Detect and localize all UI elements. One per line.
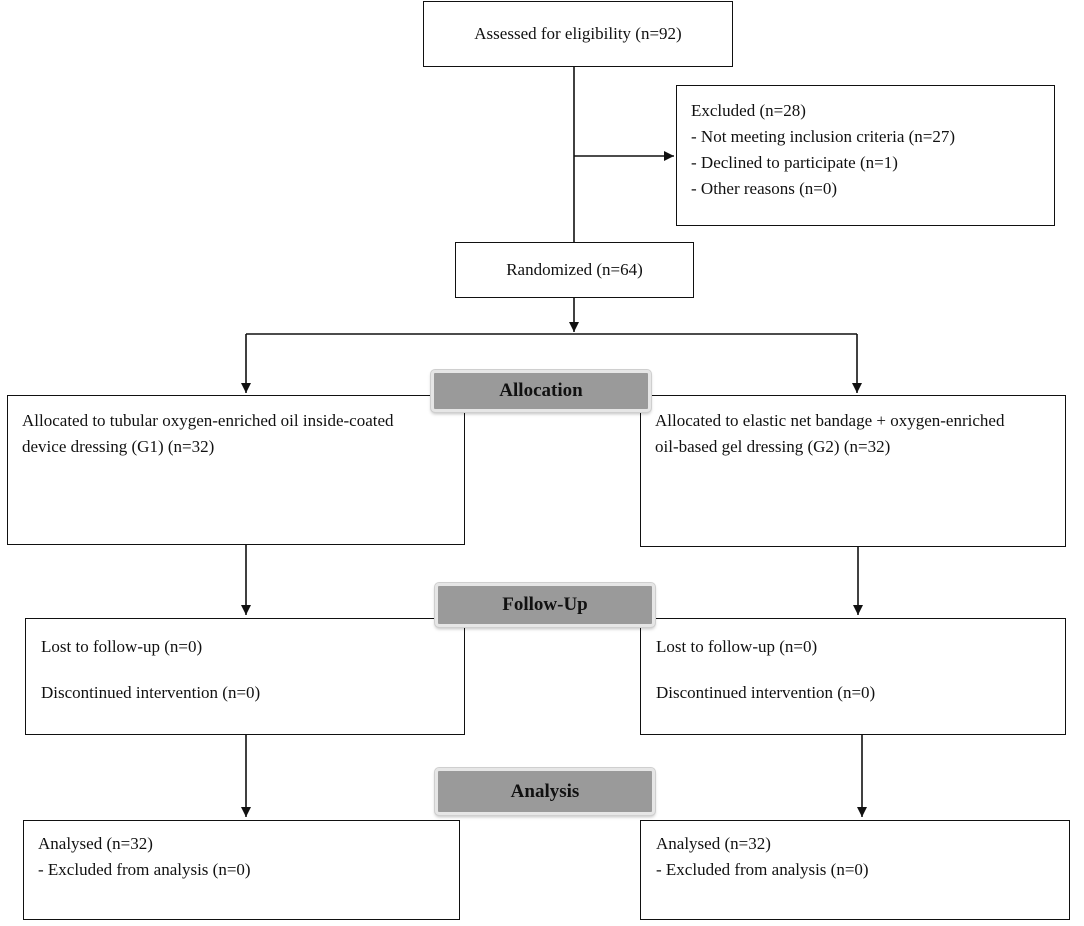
g1-analysis-box: Analysed (n=32) - Excluded from analysis… (23, 820, 460, 920)
g1-followup-box: Lost to follow-up (n=0) Discontinued int… (25, 618, 465, 735)
analysis-stage-label: Analysis (434, 767, 656, 816)
followup-stage-text: Follow-Up (502, 594, 588, 615)
g1-followup-line: Discontinued intervention (n=0) (41, 683, 261, 702)
g2-followup-box: Lost to follow-up (n=0) Discontinued int… (640, 618, 1066, 735)
randomized-box: Randomized (n=64) (455, 242, 694, 298)
g1-allocation-line: Allocated to tubular oxygen-enriched oil… (22, 411, 394, 430)
g2-analysis-box: Analysed (n=32) - Excluded from analysis… (640, 820, 1070, 920)
analysis-stage-text: Analysis (510, 780, 580, 802)
excluded-line: - Declined to participate (n=1) (691, 153, 898, 172)
g1-analysis-line: Analysed (n=32) (38, 834, 153, 853)
g1-analysis-line: - Excluded from analysis (n=0) (38, 860, 251, 879)
g2-allocation-line: oil-based gel dressing (G2) (n=32) (655, 437, 891, 456)
assessed-box: Assessed for eligibility (n=92) (423, 1, 733, 67)
g2-analysis-line: Analysed (n=32) (656, 834, 771, 853)
g2-allocation-box: Allocated to elastic net bandage + oxyge… (640, 395, 1066, 547)
g1-allocation-line: device dressing (G1) (n=32) (22, 437, 215, 456)
g1-allocation-box: Allocated to tubular oxygen-enriched oil… (7, 395, 465, 545)
g2-followup-line: Lost to follow-up (n=0) (656, 637, 818, 656)
followup-stage-label: Follow-Up (434, 582, 656, 628)
excluded-line: Excluded (n=28) (691, 101, 806, 120)
randomized-label: Randomized (n=64) (506, 260, 643, 279)
assessed-label: Assessed for eligibility (n=92) (474, 24, 682, 43)
allocation-stage-text: Allocation (499, 380, 583, 401)
excluded-line: - Not meeting inclusion criteria (n=27) (691, 127, 956, 146)
allocation-stage-label: Allocation (430, 369, 652, 413)
g2-allocation-line: Allocated to elastic net bandage + oxyge… (655, 411, 1005, 430)
excluded-box: Excluded (n=28) - Not meeting inclusion … (676, 85, 1055, 226)
excluded-line: - Other reasons (n=0) (691, 179, 838, 198)
g2-analysis-line: - Excluded from analysis (n=0) (656, 860, 869, 879)
g1-followup-line: Lost to follow-up (n=0) (41, 637, 203, 656)
g2-followup-line: Discontinued intervention (n=0) (656, 683, 876, 702)
